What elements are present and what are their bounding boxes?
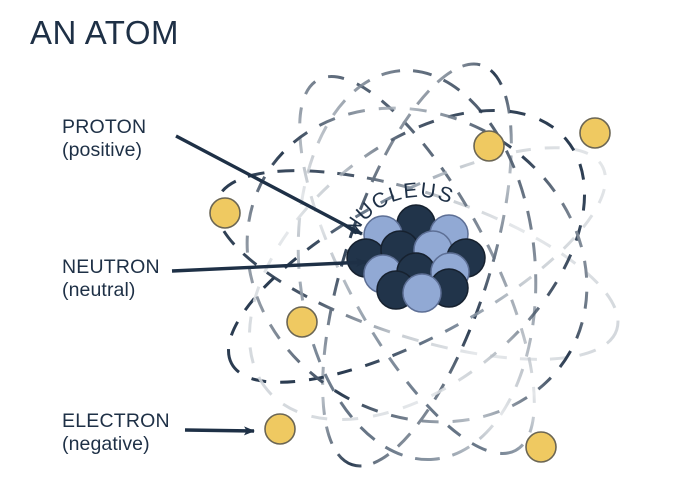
- electron: [286, 306, 318, 338]
- electron-label-charge: (negative): [62, 433, 150, 455]
- proton-label-name: PROTON: [62, 116, 146, 138]
- electron: [525, 431, 557, 463]
- orbit-group: [214, 62, 620, 468]
- callout-arrow-group: [171, 134, 367, 436]
- neutron-label-name: NEUTRON: [62, 256, 160, 278]
- orbit-path-3: [321, 62, 513, 468]
- nucleon-neutron: [402, 273, 442, 313]
- electron: [209, 197, 241, 229]
- neutron-callout-arrow: [171, 257, 367, 273]
- proton-label-charge: (positive): [62, 139, 142, 161]
- electron-callout-arrow: [184, 426, 255, 436]
- orbit-path-4: [227, 146, 607, 384]
- nucleus-cluster: [346, 204, 486, 313]
- electron: [264, 413, 296, 445]
- proton-callout-arrow: [175, 134, 363, 236]
- orbit-path-5: [296, 68, 538, 462]
- orbit-path-6: [247, 108, 587, 422]
- orbit-path-1: [214, 169, 620, 361]
- page-title: AN ATOM: [30, 14, 179, 51]
- orbit-path-7: [245, 106, 589, 424]
- electron: [473, 130, 505, 162]
- electron-group: [209, 117, 611, 463]
- orbit-path-2: [298, 75, 536, 455]
- electron-label-name: ELECTRON: [62, 410, 170, 432]
- neutron-label-charge: (neutral): [62, 279, 136, 301]
- electron: [579, 117, 611, 149]
